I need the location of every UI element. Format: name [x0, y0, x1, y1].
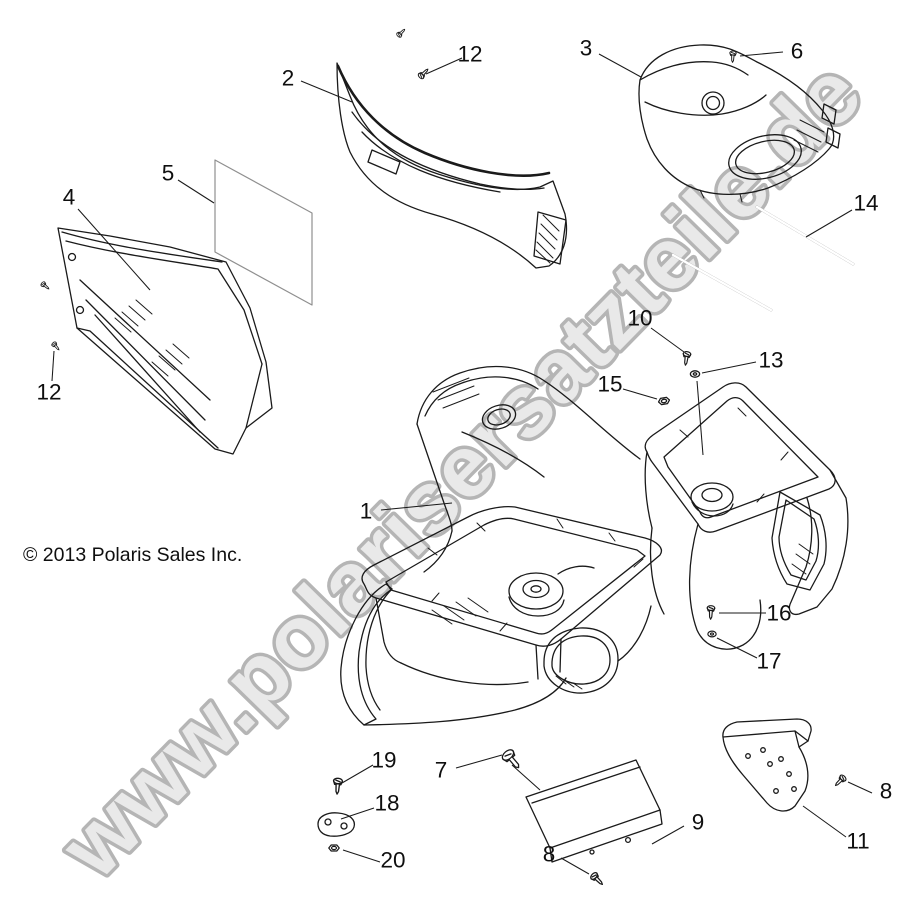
callout-label-16: 16	[766, 601, 791, 626]
callout-label-3: 3	[580, 36, 593, 61]
fastener-nut-20	[328, 844, 340, 852]
fastener-screw-6	[728, 50, 737, 64]
part-9-mount-plate	[525, 759, 663, 863]
fastener-washer-13	[689, 370, 701, 378]
callout-label-19: 19	[371, 748, 396, 773]
callout-label-2: 2	[282, 66, 295, 91]
callout-label-5: 5	[162, 161, 175, 186]
fastener-screw-19	[332, 777, 344, 796]
callout-label-1: 1	[360, 499, 373, 524]
callout-label-8-bottom: 8	[543, 842, 556, 867]
part-5-decal	[214, 159, 313, 306]
fastener-washer-17	[707, 630, 717, 638]
callout-label-12-top: 12	[457, 42, 482, 67]
callout-label-12-left: 12	[36, 380, 61, 405]
part-2-top-fender-panel	[336, 62, 568, 269]
callout-label-4: 4	[63, 185, 76, 210]
part-4-side-panel	[57, 227, 273, 455]
fastener-plate-18	[317, 812, 356, 837]
callout-label-11: 11	[846, 829, 869, 854]
fastener-screw-8-bottom	[588, 870, 606, 888]
part-14-trim-rods	[671, 205, 855, 312]
callout-label-18: 18	[374, 791, 399, 816]
callout-label-17: 17	[756, 649, 781, 674]
fastener-screw-12-stray-left	[39, 280, 52, 292]
callout-label-10: 10	[627, 306, 652, 331]
part-3-console-panel	[638, 44, 841, 203]
callout-label-14: 14	[853, 191, 878, 216]
callout-label-13: 13	[758, 348, 783, 373]
callout-leader-lines	[51, 51, 873, 875]
callout-label-20: 20	[380, 848, 405, 873]
part-1-cab-assembly	[340, 365, 849, 726]
callout-label-8-right: 8	[880, 779, 893, 804]
fastener-nut-15	[657, 396, 671, 406]
fastener-screw-16	[706, 604, 716, 620]
callout-label-7: 7	[435, 758, 448, 783]
fastener-bolt-10	[681, 350, 692, 367]
callout-label-9: 9	[692, 810, 705, 835]
part-11-bracket	[722, 718, 812, 812]
fastener-rivet-7	[501, 749, 520, 769]
fastener-screw-12-left	[50, 340, 62, 353]
fastener-screw-8-right	[832, 773, 848, 789]
copyright-text: © 2013 Polaris Sales Inc.	[23, 544, 242, 566]
fastener-screw-12-stray-top	[395, 26, 408, 39]
callout-label-6: 6	[791, 39, 804, 64]
callout-label-15: 15	[597, 372, 622, 397]
callout-labels: 2 12 3 6 4 5 14 12 10 13 15 1 16 17 19 7…	[36, 36, 892, 873]
